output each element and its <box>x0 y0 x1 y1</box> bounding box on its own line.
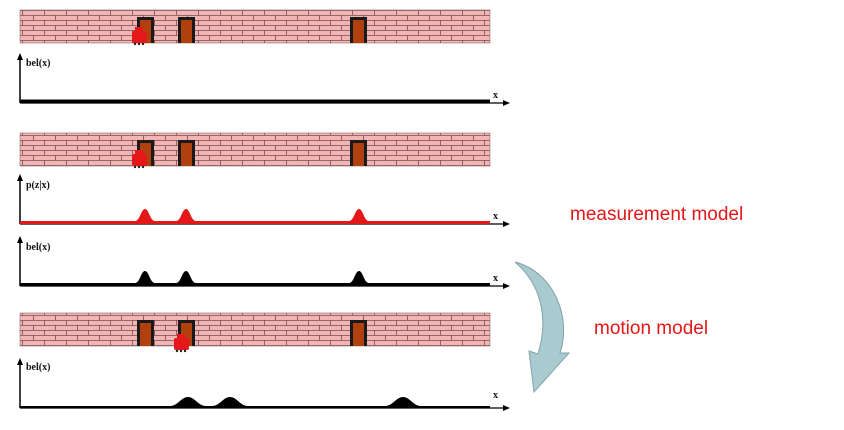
x-axis-label: x <box>493 211 498 222</box>
y-axis-label: bel(x) <box>26 362 50 373</box>
door-icon <box>178 17 195 43</box>
measurement-plot: p(z|x) x <box>17 174 510 227</box>
y-axis-arrow <box>17 358 23 365</box>
robot-icon <box>132 27 147 46</box>
x-axis-arrow <box>503 100 510 106</box>
y-axis-label: bel(x) <box>26 58 50 69</box>
x-axis-label: x <box>493 90 498 101</box>
door-icon <box>350 140 367 166</box>
posterior-belief <box>20 271 490 286</box>
predicted-belief-plot: bel(x) x <box>17 358 510 411</box>
x-axis-label: x <box>493 273 498 284</box>
y-axis-label: p(z|x) <box>26 180 50 191</box>
y-axis-arrow <box>17 174 23 181</box>
x-axis-label: x <box>493 390 498 401</box>
predicted-belief <box>20 397 490 408</box>
hallway-wall <box>19 9 491 44</box>
x-axis-arrow <box>503 283 510 289</box>
belief-plot: bel(x) x <box>17 53 510 106</box>
posterior-belief-plot: bel(x) x <box>17 236 510 289</box>
hallway-wall <box>19 132 491 167</box>
y-axis-arrow <box>17 53 23 60</box>
x-axis-arrow <box>503 405 510 411</box>
door-icon <box>137 320 154 346</box>
motion-arrow <box>514 261 571 394</box>
uniform-belief <box>20 99 490 104</box>
door-icon <box>350 17 367 43</box>
robot-icon <box>174 334 189 353</box>
door-icon <box>178 140 195 166</box>
motion-model-label: motion model <box>594 318 708 339</box>
panel-initial-belief: bel(x) x <box>17 9 510 106</box>
y-axis-arrow <box>17 236 23 243</box>
y-axis-label: bel(x) <box>26 242 50 253</box>
measurement-model-label: measurement model <box>570 204 743 225</box>
robot-icon <box>132 150 147 169</box>
measurement-likelihood <box>20 209 490 224</box>
panel-measurement-update: p(z|x) x bel(x) x <box>17 132 510 289</box>
hallway-wall <box>19 312 491 347</box>
door-icon <box>350 320 367 346</box>
panel-motion-update: bel(x) x <box>17 312 510 411</box>
x-axis-arrow <box>503 221 510 227</box>
